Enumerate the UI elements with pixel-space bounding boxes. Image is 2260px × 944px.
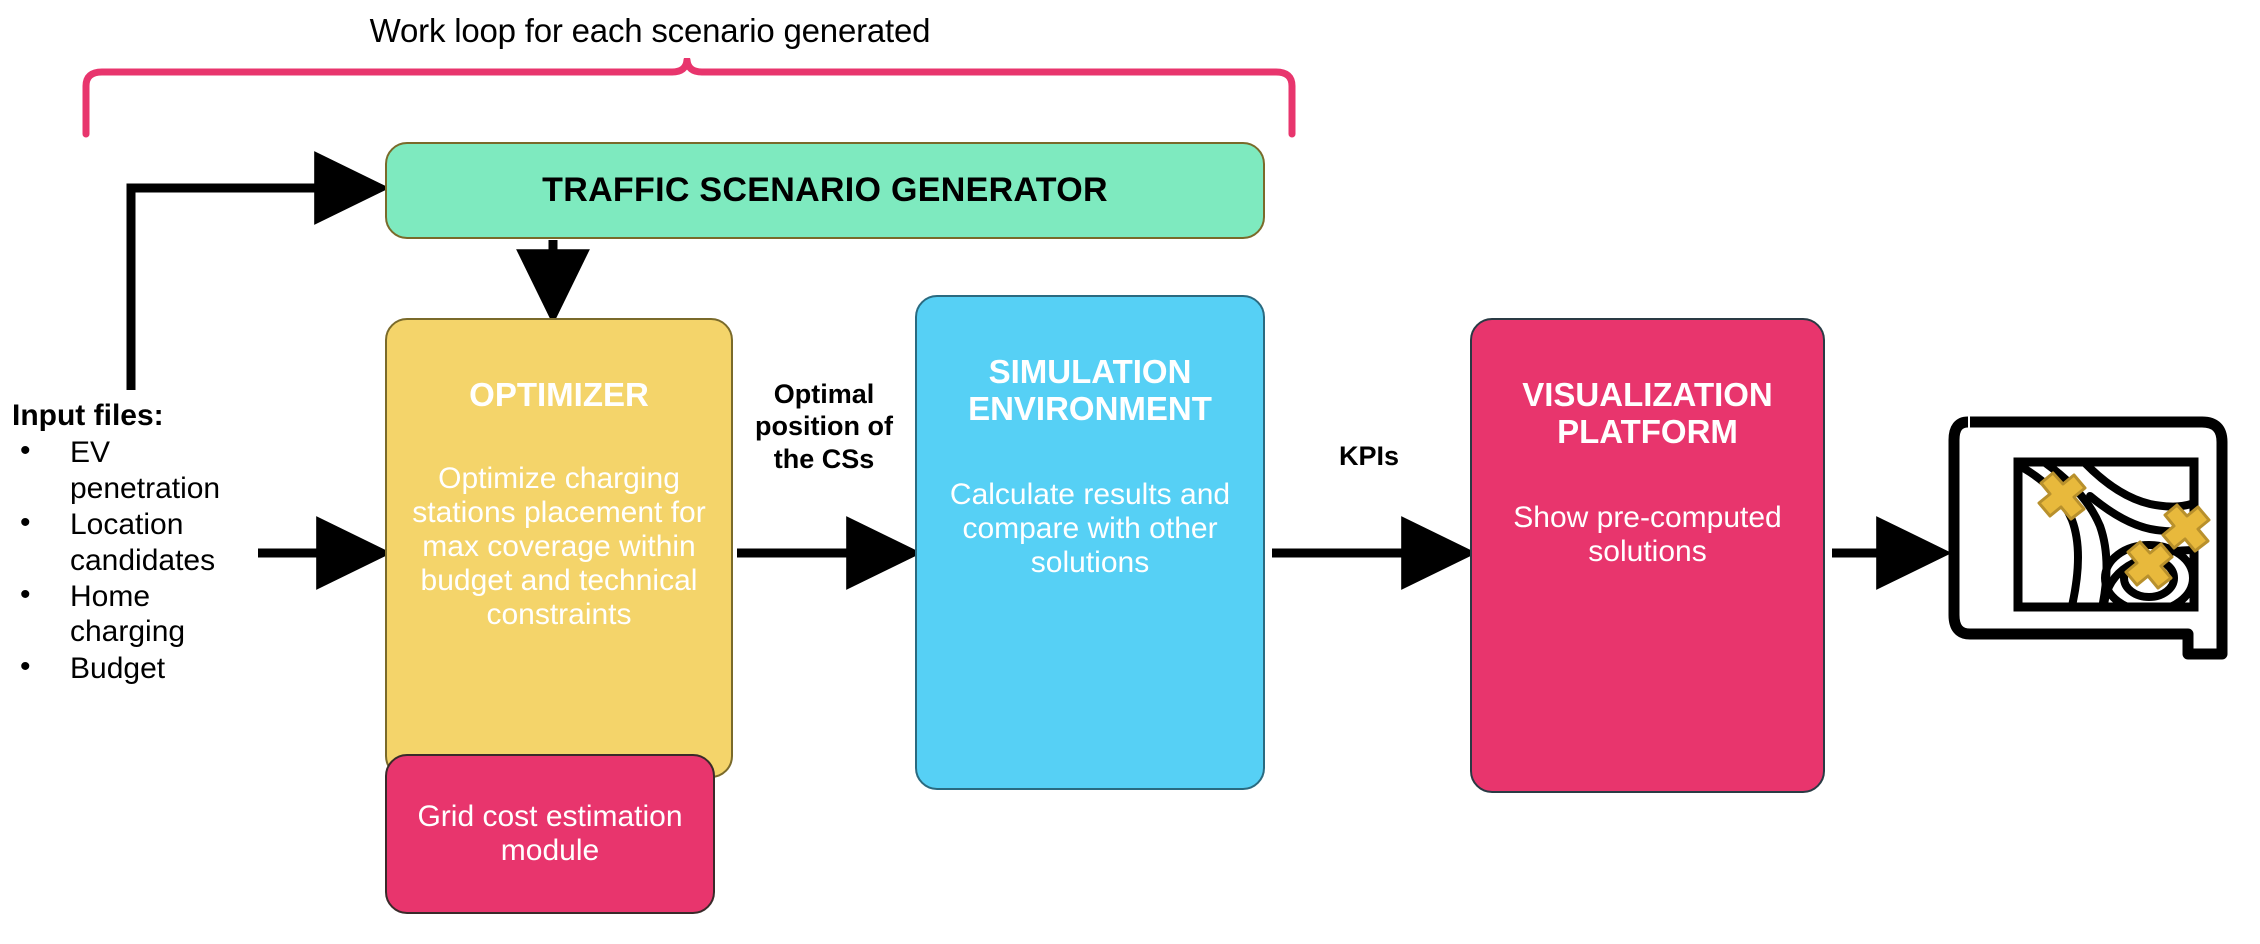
- edge-label-optimal-position: Optimal position of the CSs: [755, 379, 893, 474]
- node-title: Grid cost estimation module: [417, 800, 683, 867]
- node-title: OPTIMIZER: [469, 376, 649, 413]
- work-loop-brace: [82, 58, 1296, 138]
- arrow-feedback-to-generator: [126, 151, 390, 390]
- map-marker-icon: [2037, 471, 2211, 590]
- blueprint-map-icon: [1948, 416, 2228, 660]
- node-simulation-environment[interactable]: SIMULATION ENVIRONMENT Calculate results…: [915, 295, 1265, 790]
- list-item: Budget: [12, 649, 262, 686]
- node-title: SIMULATION ENVIRONMENT: [968, 353, 1212, 427]
- node-title: VISUALIZATION PLATFORM: [1522, 376, 1773, 450]
- input-files-block: Input files: EV penetration Location can…: [12, 398, 262, 687]
- node-visualization-platform[interactable]: VISUALIZATION PLATFORM Show pre-computed…: [1470, 318, 1825, 793]
- input-files-heading: Input files:: [12, 399, 164, 432]
- input-files-list: EV penetration Location candidates Home …: [12, 433, 262, 686]
- list-item: Location candidates: [12, 505, 262, 578]
- node-grid-cost-estimation-module[interactable]: Grid cost estimation module: [385, 754, 715, 914]
- work-loop-caption: Work loop for each scenario generated: [369, 12, 931, 49]
- node-description: Optimize charging stations placement for…: [412, 461, 706, 631]
- list-item: EV penetration: [12, 433, 262, 506]
- node-traffic-scenario-generator[interactable]: TRAFFIC SCENARIO GENERATOR: [385, 142, 1265, 239]
- node-title: TRAFFIC SCENARIO GENERATOR: [542, 171, 1108, 210]
- node-optimizer[interactable]: OPTIMIZER Optimize charging stations pla…: [385, 318, 733, 778]
- list-item: Home charging: [12, 577, 262, 650]
- node-description: Show pre-computed solutions: [1513, 500, 1782, 568]
- node-description: Calculate results and compare with other…: [949, 477, 1231, 579]
- edge-label-kpis: KPIs: [1338, 441, 1400, 471]
